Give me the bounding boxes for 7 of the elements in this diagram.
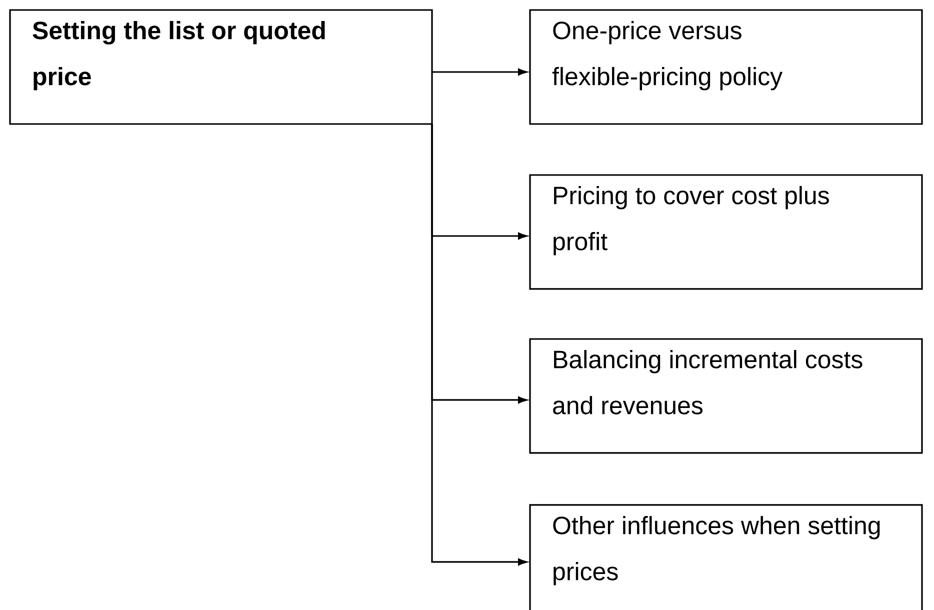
topic-box: Balancing incremental costs and revenues: [529, 338, 923, 454]
heading-box: Setting the list or quoted price: [9, 9, 433, 125]
topic-box: One-price versus flexible-pricing policy: [529, 9, 923, 125]
topic-box: Pricing to cover cost plus profit: [529, 174, 923, 290]
arrow: [431, 124, 528, 566]
topic-box: Other influences when setting prices: [529, 504, 923, 610]
arrow: [432, 68, 528, 76]
